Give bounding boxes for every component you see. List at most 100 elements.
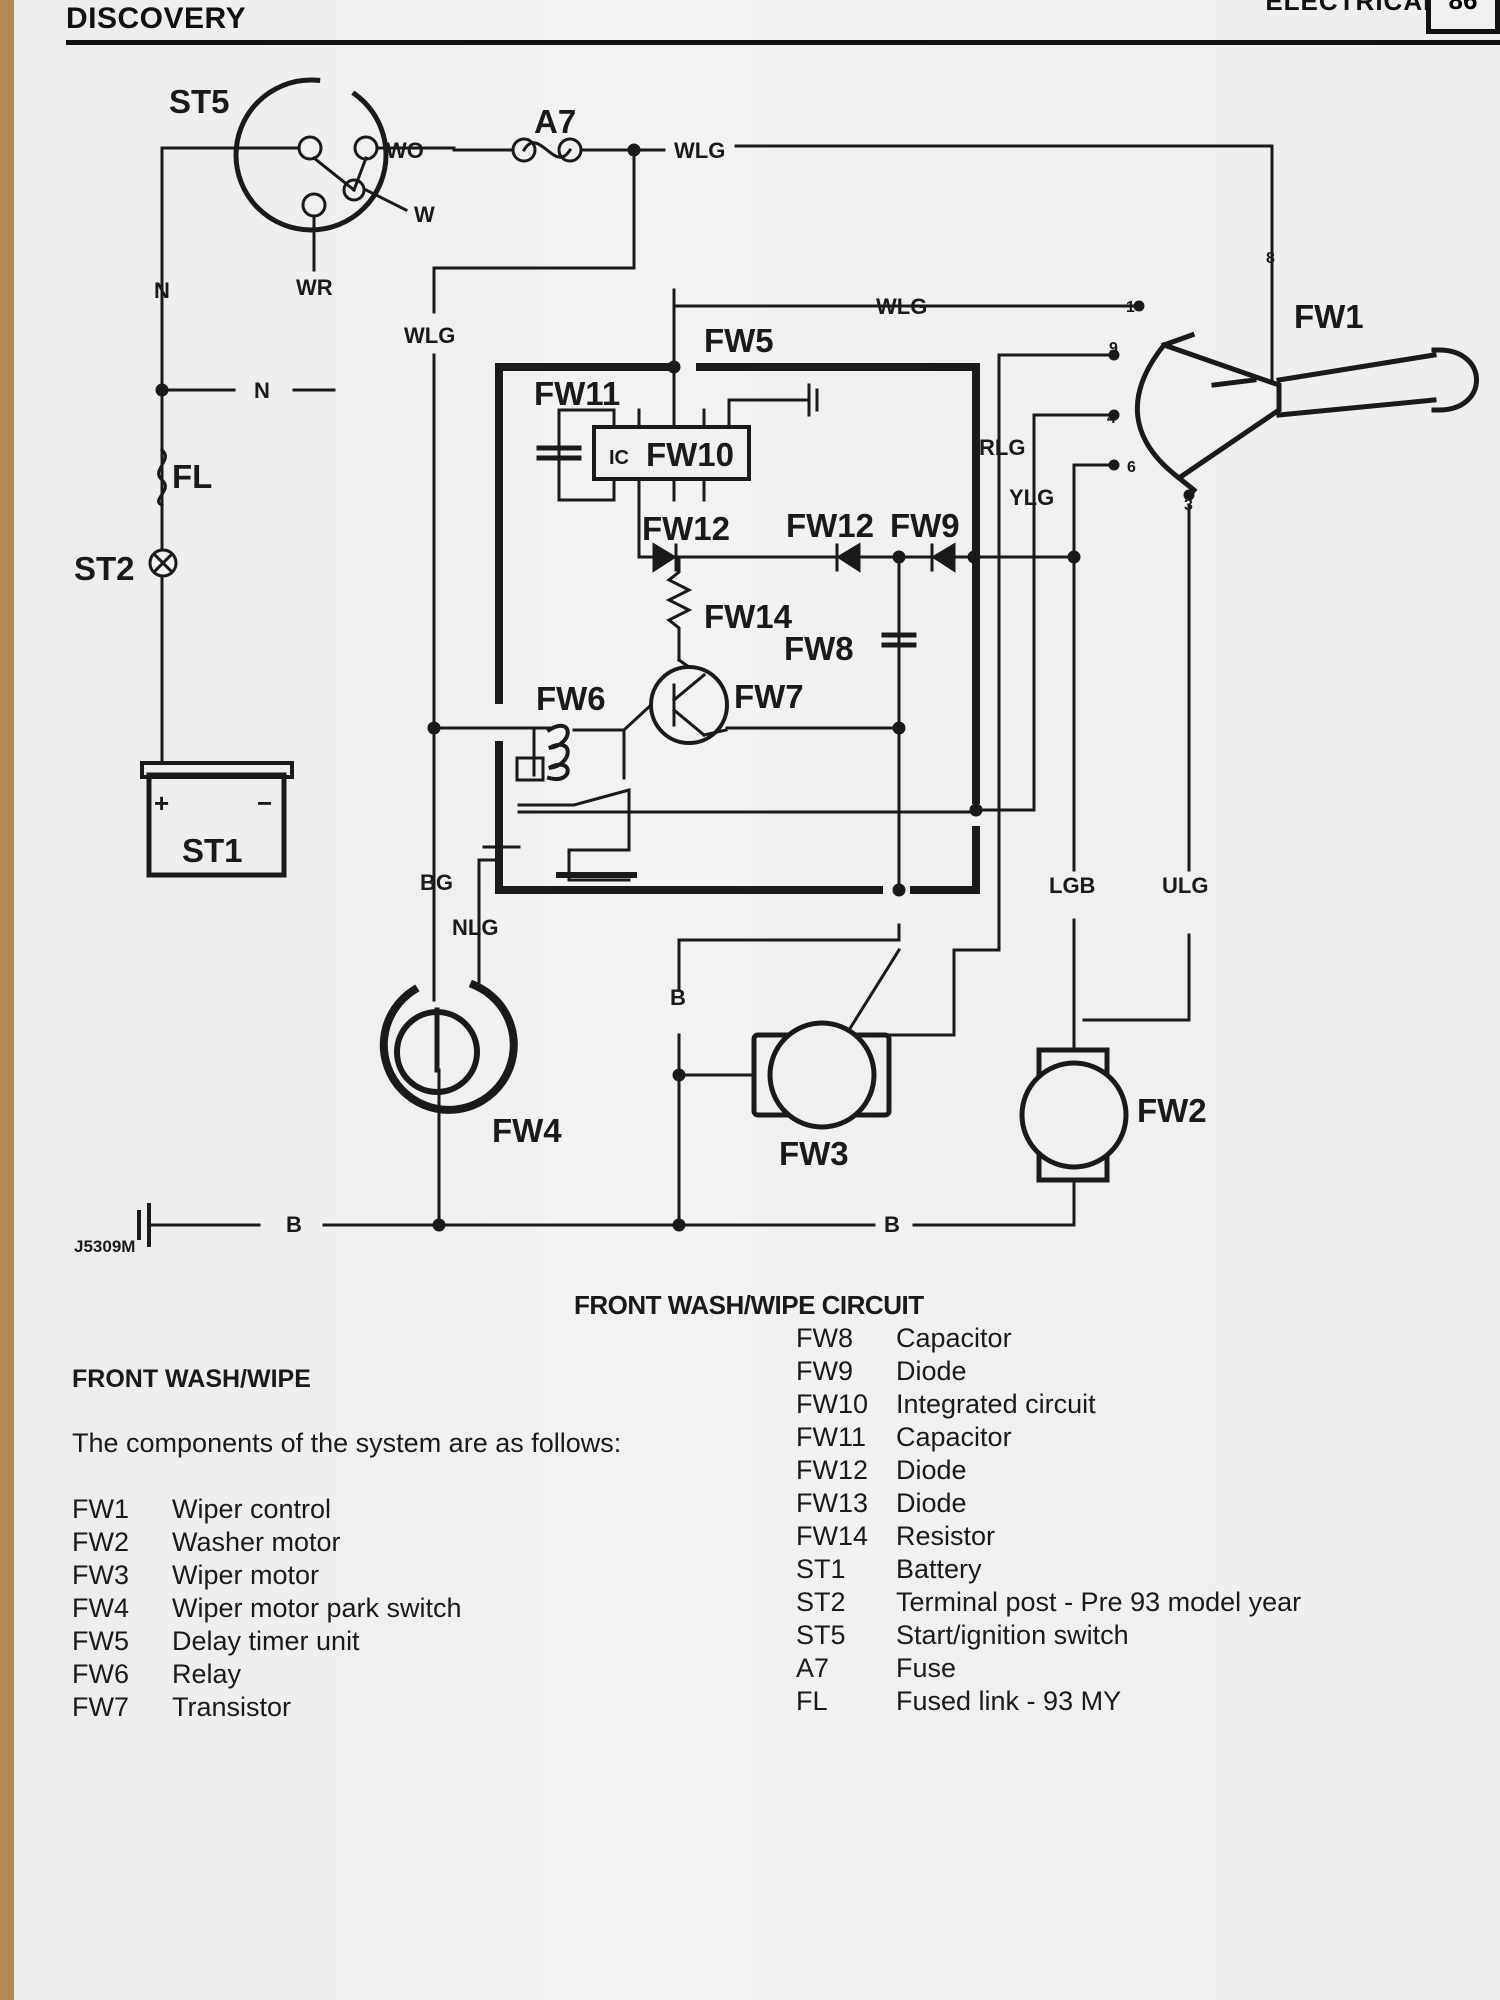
legend-code: FW9 <box>796 1356 853 1386</box>
legend-row: FW7 Transistor <box>72 1691 462 1724</box>
legend-desc: Start/ignition switch <box>896 1620 1129 1650</box>
pin-6: 6 <box>1127 459 1136 476</box>
pin-3: 3 <box>1184 497 1193 514</box>
legend-desc: Fuse <box>896 1653 957 1683</box>
wire-b-ground-1: B <box>286 1212 302 1237</box>
legend-code: FW11 <box>796 1422 867 1452</box>
fw3-wiper-motor-symbol <box>751 1020 892 1130</box>
legend-row: FW8 Capacitor <box>796 1322 1301 1355</box>
pin-1: 1 <box>1126 299 1135 316</box>
legend-code: FW7 <box>72 1692 129 1722</box>
label-fw8: FW8 <box>784 630 854 667</box>
label-fw4: FW4 <box>492 1112 562 1149</box>
diagram-reference: J5309M <box>74 1237 135 1256</box>
legend-desc: Wiper motor park switch <box>172 1593 462 1623</box>
wire-b-fw3: B <box>670 985 686 1010</box>
fw4-park-switch-symbol <box>379 979 518 1114</box>
legend-row: FW5 Delay timer unit <box>72 1625 462 1658</box>
header-rule <box>66 40 1500 45</box>
legend-code: A7 <box>796 1653 830 1683</box>
label-fw1: FW1 <box>1294 298 1364 335</box>
header-section-number: 86 <box>1426 0 1500 34</box>
label-fw11: FW11 <box>534 375 620 412</box>
manual-page: DISCOVERY ELECTRICAL 86 <box>14 0 1500 2000</box>
wire-bg: BG <box>420 870 453 895</box>
fw1-wiper-control-symbol <box>1134 331 1479 494</box>
legend-code: FW12 <box>796 1455 869 1485</box>
legend-code: ST2 <box>796 1587 846 1617</box>
legend-desc: Wiper motor <box>172 1560 320 1590</box>
label-fw14: FW14 <box>704 598 793 635</box>
legend-code: FL <box>796 1686 828 1716</box>
wire-lgb: LGB <box>1049 873 1095 898</box>
wiring-diagram: ST5 A7 FW1 FW5 FW11 IC FW10 FW12 FW12 FW… <box>74 77 1479 1256</box>
legend-desc: Battery <box>896 1554 982 1584</box>
fl-fused-link-symbol <box>157 447 167 507</box>
legend-desc: Diode <box>896 1356 967 1386</box>
legend-code: ST1 <box>796 1554 846 1584</box>
legend-desc: Wiper control <box>172 1494 332 1524</box>
circuit-title: FRONT WASH/WIPE CIRCUIT <box>574 1290 924 1320</box>
legend-row: A7 Fuse <box>796 1652 1301 1685</box>
label-fw6: FW6 <box>536 680 606 717</box>
legend-row: FW2 Washer motor <box>72 1526 462 1559</box>
legend-code: FW8 <box>796 1323 853 1353</box>
wire-nlg: NLG <box>452 915 498 940</box>
fw12-diode-symbol-2 <box>836 542 861 573</box>
label-ic: IC <box>609 447 629 469</box>
legend-desc: Transistor <box>172 1692 292 1722</box>
legend-desc: Delay timer unit <box>172 1626 360 1656</box>
label-st2: ST2 <box>74 550 135 587</box>
section-title: FRONT WASH/WIPE <box>72 1365 311 1393</box>
pin-8: 8 <box>1266 250 1275 267</box>
legend-row: ST1 Battery <box>796 1553 1301 1586</box>
label-fw2: FW2 <box>1137 1092 1207 1129</box>
wire-w: W <box>414 202 435 227</box>
legend-desc: Resistor <box>896 1521 996 1551</box>
fw14-resistor-symbol <box>665 555 693 662</box>
fw10-ic-symbol <box>592 425 751 481</box>
legend-desc: Washer motor <box>172 1527 341 1557</box>
legend-code: FW6 <box>72 1659 129 1689</box>
label-a7: A7 <box>534 103 576 140</box>
header-title-left: DISCOVERY <box>66 2 247 35</box>
legend-row: FW9 Diode <box>796 1355 1301 1388</box>
label-fw12b: FW12 <box>786 507 874 544</box>
label-fw5: FW5 <box>704 322 774 359</box>
wire-wlg-left: WLG <box>404 323 455 348</box>
legend-desc: Capacitor <box>896 1323 1012 1353</box>
label-fw12a: FW12 <box>642 510 730 547</box>
legend-code: FW2 <box>72 1527 129 1557</box>
legend-desc: Terminal post - Pre 93 model year <box>896 1587 1302 1617</box>
wire-ylg: YLG <box>1009 485 1054 510</box>
legend-code: FW10 <box>796 1389 869 1419</box>
label-st5: ST5 <box>169 83 230 120</box>
wire-ulg: ULG <box>1162 873 1208 898</box>
legend-code: FW5 <box>72 1626 129 1656</box>
wire-n-mid: N <box>254 378 270 403</box>
legend-desc: Fused link - 93 MY <box>896 1686 1122 1716</box>
intro-text: The components of the system are as foll… <box>72 1428 622 1458</box>
fw2-washer-motor-symbol <box>1019 1047 1129 1183</box>
legend-row: ST2 Terminal post - Pre 93 model year <box>796 1586 1301 1619</box>
legend-desc: Integrated circuit <box>896 1389 1096 1419</box>
wire-b-ground-2: B <box>884 1212 900 1237</box>
legend-row: FW10 Integrated circuit <box>796 1388 1301 1421</box>
wire-wlg-top: WLG <box>674 138 725 163</box>
legend-desc: Diode <box>896 1455 967 1485</box>
label-fw10: FW10 <box>646 436 734 473</box>
st5-switch-symbol <box>233 77 389 233</box>
fw12-diode-symbol-1 <box>652 542 677 573</box>
header-title-right: ELECTRICAL <box>1265 0 1440 16</box>
battery-minus-sign: − <box>257 788 272 818</box>
wire-wr: WR <box>296 275 333 300</box>
